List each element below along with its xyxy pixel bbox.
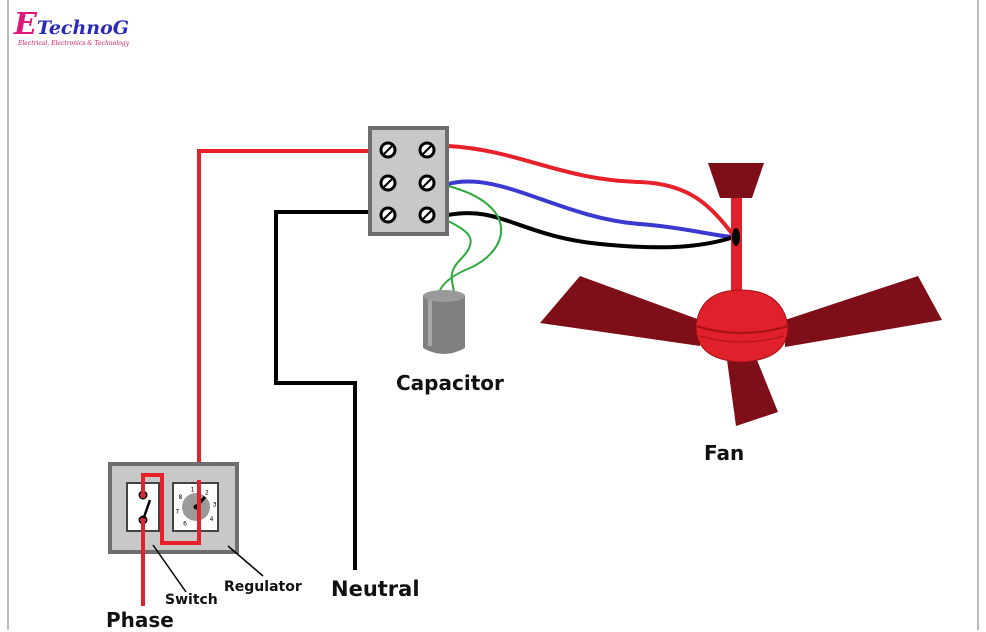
screw-terminal — [418, 141, 436, 159]
screw-terminal — [418, 174, 436, 192]
capacitor-label: Capacitor — [396, 371, 504, 395]
screw-terminal — [379, 141, 397, 159]
logo-name: TechnoG — [36, 17, 130, 39]
neutral-wire — [274, 210, 370, 570]
screw-terminal — [379, 174, 397, 192]
capacitor-wire-2 — [437, 185, 503, 297]
screw-terminal — [418, 206, 436, 224]
screw-terminal — [379, 206, 397, 224]
regulator-leader-line — [227, 545, 264, 577]
dial-number: 6 — [183, 521, 187, 528]
fan-label: Fan — [704, 441, 745, 465]
dial-number: 3 — [213, 502, 217, 509]
dial-number: 7 — [175, 508, 179, 515]
board-internal-wire — [141, 473, 201, 545]
junction-box — [368, 126, 449, 236]
fan-canopy — [708, 163, 764, 198]
logo-mark: E — [14, 7, 37, 42]
capacitor — [423, 290, 465, 354]
dial-number: 4 — [210, 516, 214, 523]
dial-number: 8 — [178, 494, 182, 501]
neutral-label: Neutral — [331, 577, 420, 601]
switch-leader-line — [152, 544, 187, 593]
capacitor-wire-1 — [447, 220, 472, 297]
switch-label: Switch — [165, 592, 218, 608]
phase-wire-to-regulator — [197, 149, 370, 488]
phase-label: Phase — [106, 608, 174, 632]
regulator-label: Regulator — [224, 579, 302, 595]
fan-red-wire — [447, 144, 736, 238]
fan-blade-left — [540, 276, 700, 346]
fan-blue-wire — [447, 179, 735, 239]
fan-black-wire — [447, 211, 735, 250]
ceiling-fan — [540, 163, 942, 426]
dial-number: 1 — [191, 486, 195, 493]
fan-blade-right — [785, 276, 942, 347]
etechnog-logo: ETechnoG Electrical, Electronics & Techn… — [14, 7, 130, 48]
dial-number: 2 — [205, 489, 209, 496]
fan-blade-bottom — [727, 360, 778, 426]
logo-tagline: Electrical, Electronics & Technology — [18, 40, 130, 47]
fan-terminal — [732, 228, 740, 246]
fan-motor-housing — [695, 289, 789, 363]
